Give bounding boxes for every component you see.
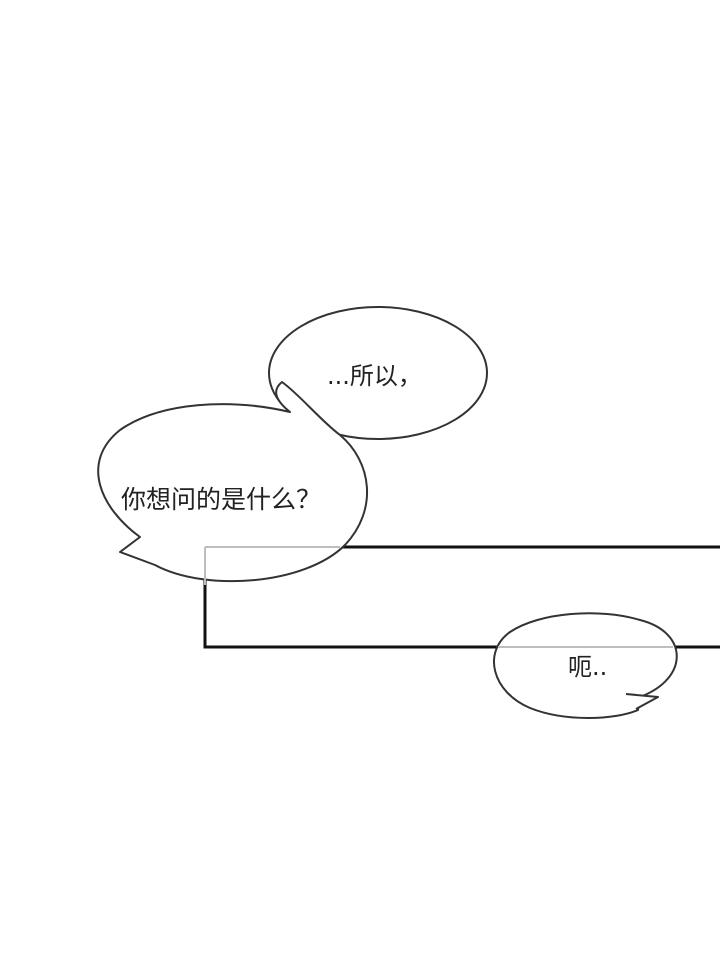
bubble-text-bottom: 呃.. (568, 653, 608, 681)
speech-bubble-bottom (493, 612, 678, 719)
bubble-text-top: ...所以， (327, 362, 422, 390)
speech-bubble-top (268, 306, 488, 440)
speech-bubble-left (97, 381, 368, 583)
bubble-text-left: 你想问的是什么？ (121, 485, 322, 514)
